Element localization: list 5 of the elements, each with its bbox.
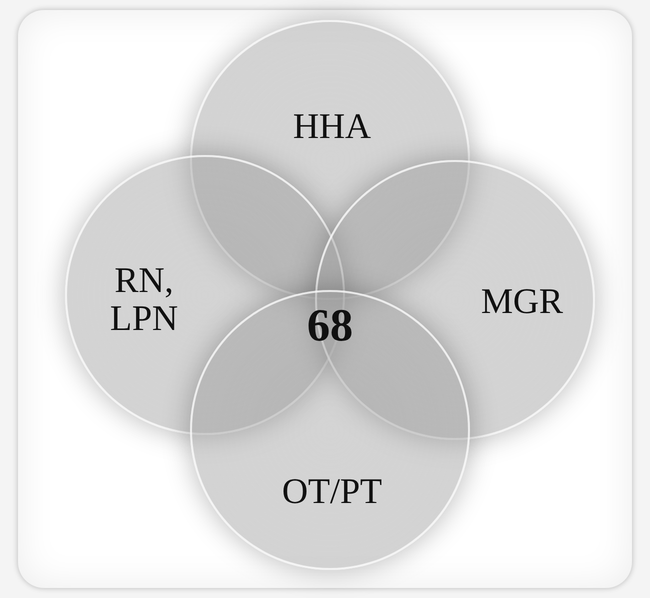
circle-label: MGR [480, 283, 564, 321]
circle-label: RN, LPN [108, 262, 179, 338]
circle-label: OT/PT [280, 473, 383, 511]
count-label: 68 [307, 298, 353, 352]
circle-label: HHA [292, 108, 372, 146]
